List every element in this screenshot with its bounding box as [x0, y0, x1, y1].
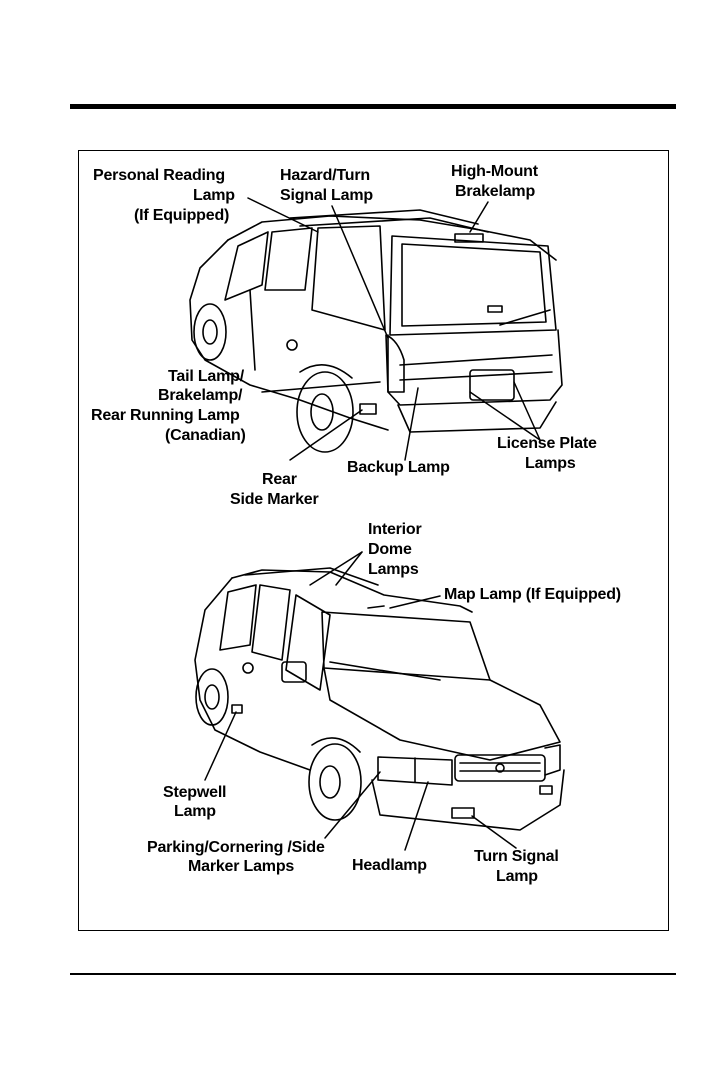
- label-backup-lamp: Backup Lamp: [347, 459, 450, 476]
- label-headlamp: Headlamp: [352, 857, 427, 874]
- label-parking-cornering-1: Parking/Cornering /Side: [147, 839, 325, 856]
- label-stepwell-2: Lamp: [174, 803, 216, 820]
- label-interior-dome-1: Interior: [368, 521, 422, 538]
- label-license-plate-2: Lamps: [525, 455, 576, 472]
- label-tail-lamp-4: (Canadian): [165, 427, 246, 444]
- label-hazard-turn-2: Signal Lamp: [280, 187, 373, 204]
- diagram-frame: [78, 150, 669, 931]
- label-turn-signal-2: Lamp: [496, 868, 538, 885]
- label-interior-dome-2: Dome: [368, 541, 412, 558]
- front-van-illustration: [194, 567, 565, 831]
- rear-van-illustration: [189, 209, 563, 453]
- label-personal-reading-1: Personal Reading: [93, 167, 225, 184]
- label-map-lamp: Map Lamp (If Equipped): [444, 586, 621, 603]
- bottom-rule: [70, 973, 676, 975]
- top-rule: [70, 104, 676, 109]
- label-rear-side-marker-1: Rear: [262, 471, 297, 488]
- label-license-plate-1: License Plate: [497, 435, 597, 452]
- label-interior-dome-3: Lamps: [368, 561, 419, 578]
- label-high-mount-2: Brakelamp: [455, 183, 536, 200]
- label-stepwell-1: Stepwell: [163, 784, 227, 801]
- label-parking-cornering-2: Marker Lamps: [188, 858, 295, 875]
- label-hazard-turn-1: Hazard/Turn: [280, 167, 370, 184]
- label-personal-reading-2: Lamp: [193, 187, 235, 204]
- label-tail-lamp-3: Rear Running Lamp: [91, 407, 240, 424]
- label-high-mount-1: High-Mount: [451, 163, 538, 180]
- label-tail-lamp-2: Brakelamp/: [158, 387, 243, 404]
- leader-lines: [204, 197, 541, 851]
- label-personal-reading-3: (If Equipped): [134, 207, 230, 224]
- label-turn-signal-1: Turn Signal: [474, 848, 559, 865]
- label-rear-side-marker-2: Side Marker: [230, 491, 319, 508]
- label-tail-lamp-1: Tail Lamp/: [168, 368, 244, 385]
